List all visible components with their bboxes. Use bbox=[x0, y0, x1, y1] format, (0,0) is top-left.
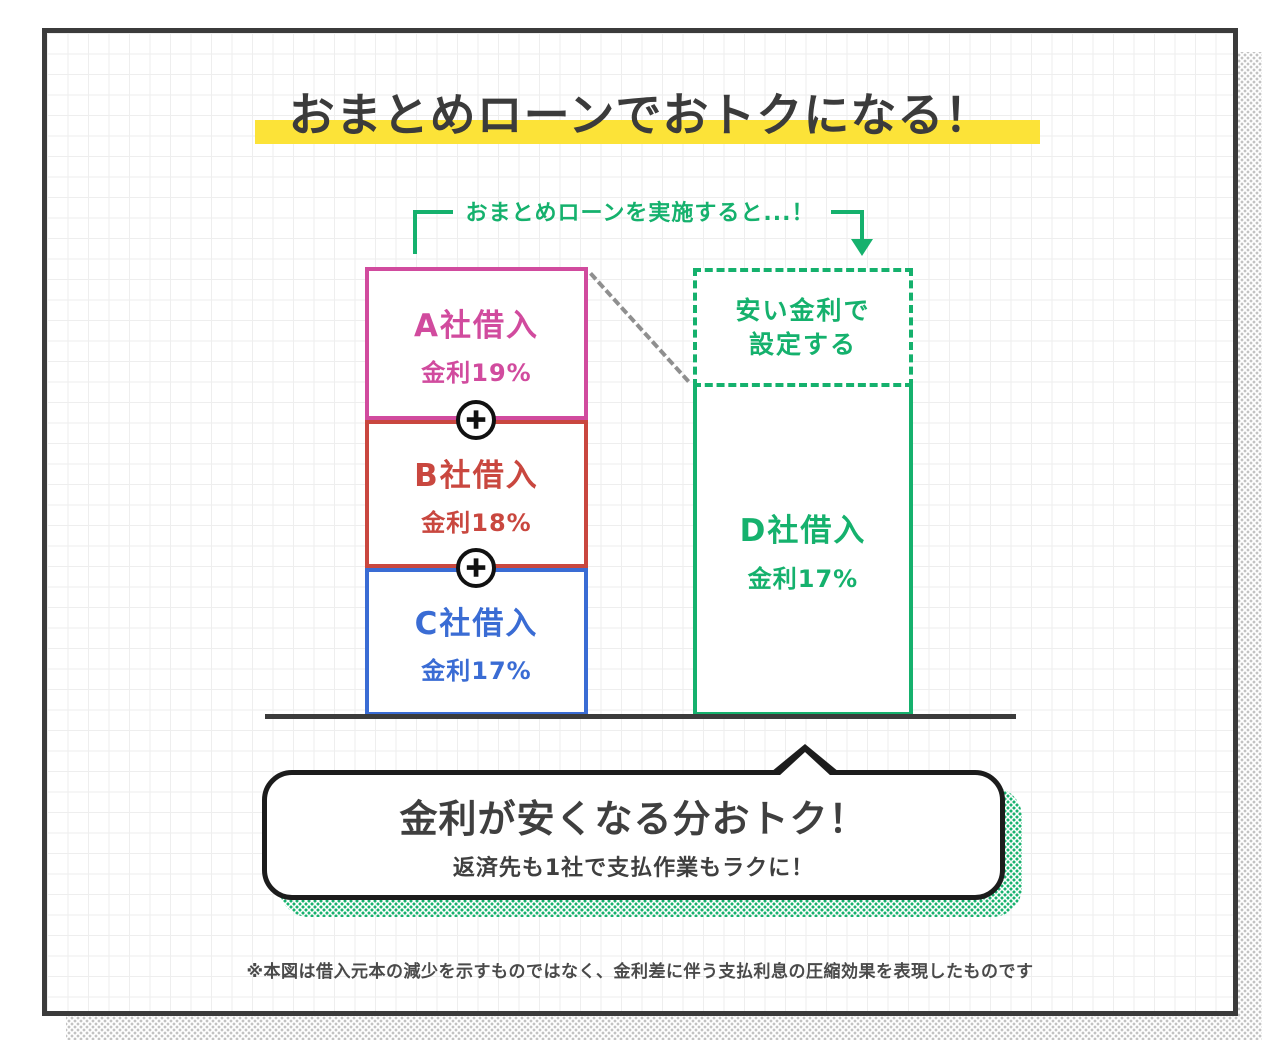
main-card: おまとめローンでおトクになる！ おまとめローンを実施すると...！ A社借入 金… bbox=[42, 28, 1238, 1016]
bracket-right-vertical bbox=[860, 210, 864, 242]
loan-c-rate: 金利17% bbox=[421, 657, 532, 685]
loan-box-c: C社借入 金利17% bbox=[365, 568, 588, 716]
dashed-box-line2: 設定する bbox=[748, 329, 857, 359]
loan-box-d: D社借入 金利17% bbox=[693, 383, 913, 716]
loan-a-rate: 金利19% bbox=[421, 358, 532, 387]
bubble-subline: 返済先も1社で支払作業もラクに！ bbox=[452, 856, 815, 881]
loan-d-company: D社借入 bbox=[739, 513, 867, 549]
page-title: おまとめローンでおトクになる！ bbox=[288, 88, 992, 142]
loan-d-rate: 金利17% bbox=[747, 565, 859, 593]
loan-b-company: B社借入 bbox=[414, 458, 539, 494]
bubble-pointer-fill bbox=[779, 752, 831, 776]
loan-c-company: C社借入 bbox=[414, 606, 539, 642]
bubble-headline: 金利が安くなる分おトク！ bbox=[399, 797, 868, 841]
diagonal-dashed-connector bbox=[589, 272, 691, 383]
baseline bbox=[265, 714, 1016, 719]
speech-bubble: 金利が安くなる分おトク！ 返済先も1社で支払作業もラクに！ bbox=[262, 770, 1005, 900]
low-rate-dashed-box: 安い金利で 設定する bbox=[693, 268, 913, 387]
bracket-left-horizontal bbox=[413, 210, 453, 214]
title-yellow-highlight bbox=[255, 120, 1040, 144]
plus-icon: + bbox=[456, 548, 496, 588]
bracket-left-vertical bbox=[413, 210, 417, 254]
arrow-down-icon bbox=[851, 239, 873, 256]
loan-box-b: B社借入 金利18% bbox=[365, 420, 588, 568]
bracket-right-horizontal bbox=[831, 210, 864, 214]
loan-a-company: A社借入 bbox=[414, 307, 539, 344]
annotation-label: おまとめローンを実施すると...！ bbox=[465, 201, 815, 226]
dashed-box-line1: 安い金利で bbox=[735, 295, 871, 325]
loan-b-rate: 金利18% bbox=[421, 509, 532, 537]
loan-box-a: A社借入 金利19% bbox=[365, 267, 588, 420]
footnote: ※本図は借入元本の減少を示すものではなく、金利差に伴う支払利息の圧縮効果を表現し… bbox=[246, 962, 1034, 982]
plus-icon: + bbox=[456, 400, 496, 440]
